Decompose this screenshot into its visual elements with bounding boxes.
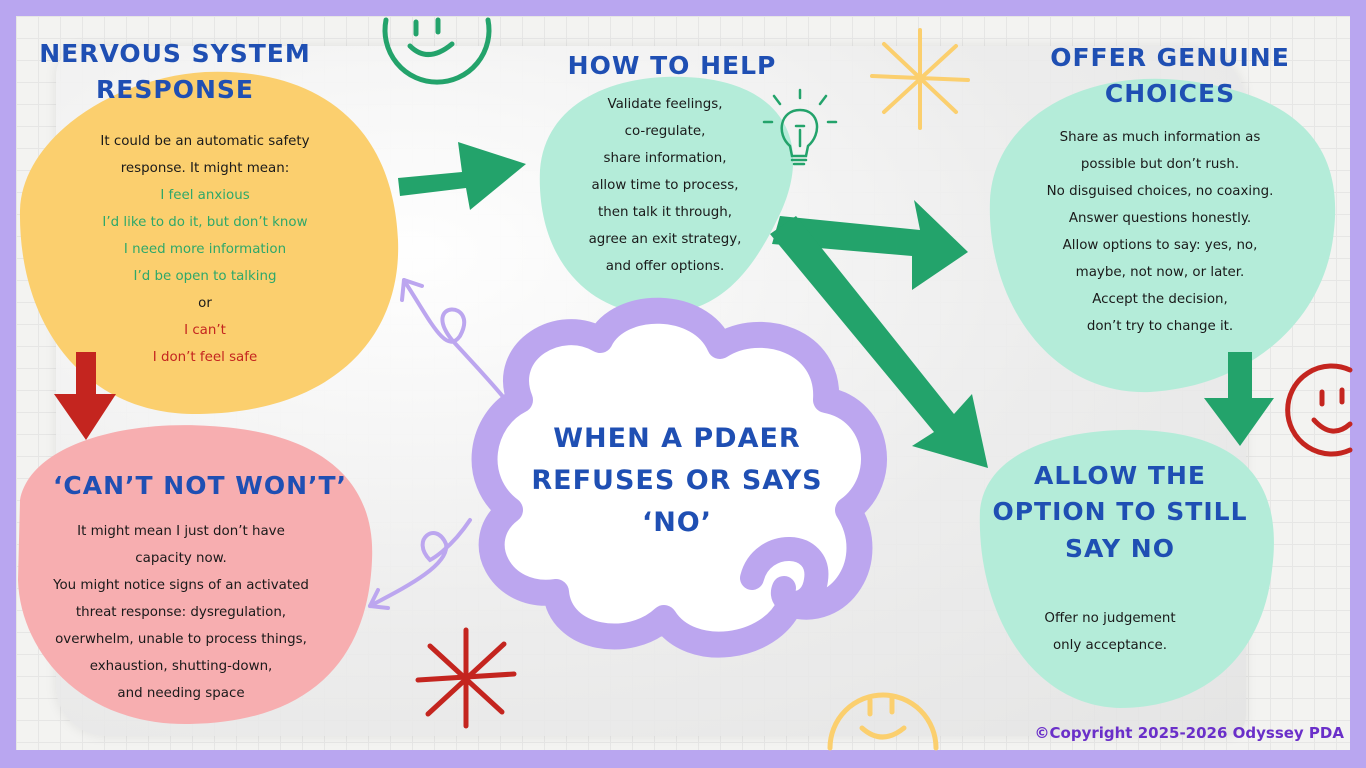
cant-title: ‘CAN’T NOT WON’T’ <box>52 471 348 500</box>
choices-text: Share as much information as possible bu… <box>1020 124 1300 340</box>
nervous-green-item: I’d like to do it, but don’t know <box>102 215 308 230</box>
cant-text: It might mean I just don’t have capacity… <box>36 518 326 707</box>
cant-blob <box>18 425 373 725</box>
allow-title-line2: OPTION TO STILL <box>992 497 1248 527</box>
choices-line: Allow options to say: yes, no, <box>1062 238 1258 253</box>
nervous-title: NERVOUS SYSTEM RESPONSE <box>30 36 320 109</box>
center-title: WHEN A PDAER REFUSES OR SAYS ‘NO’ <box>512 418 842 544</box>
nervous-intro-line: It could be an automatic safety <box>100 134 310 149</box>
nervous-green-item: I’d be open to talking <box>133 269 277 284</box>
arrow-choices-to-allow <box>1204 352 1274 446</box>
choices-title: OFFER GENUINE CHOICES <box>1040 40 1300 113</box>
nervous-blob <box>19 71 399 415</box>
help-line: agree an exit strategy, <box>588 232 742 247</box>
choices-title-line2: CHOICES <box>1104 79 1236 109</box>
choices-line: Share as much information as <box>1059 130 1261 145</box>
allow-text: Offer no judgement only acceptance. <box>1010 605 1210 659</box>
nervous-green-item: I feel anxious <box>160 188 250 203</box>
allow-blob <box>979 429 1274 708</box>
lightbulb-icon <box>762 88 838 166</box>
allow-line: only acceptance. <box>1052 638 1168 653</box>
nervous-red-item: I can’t <box>184 323 226 338</box>
choices-title-line1: OFFER GENUINE <box>1050 43 1290 72</box>
choices-line: No disguised choices, no coaxing. <box>1046 184 1274 199</box>
choices-line: maybe, not now, or later. <box>1075 265 1245 280</box>
choices-blob <box>989 78 1336 393</box>
nervous-intro-line: response. It might mean: <box>120 161 290 176</box>
smiley-icon <box>382 17 492 85</box>
smiley-icon <box>827 692 939 751</box>
nervous-red-item: I don’t feel safe <box>152 350 258 365</box>
allow-title-line1: ALLOW THE <box>1034 461 1206 490</box>
copyright-text: ©Copyright 2025-2026 Odyssey PDA <box>1034 724 1344 742</box>
allow-line: Offer no judgement <box>1044 611 1176 626</box>
help-line: then talk it through, <box>597 205 732 220</box>
center-line2: REFUSES OR SAYS <box>531 464 823 496</box>
help-line: share information, <box>603 151 727 166</box>
cant-line: You might notice signs of an activated <box>53 578 309 593</box>
help-line: co-regulate, <box>624 124 706 139</box>
arrow-to-help <box>398 142 526 210</box>
choices-line: don’t try to change it. <box>1086 319 1234 334</box>
cant-line: overwhelm, unable to process things, <box>55 632 307 647</box>
asterisk-icon <box>415 627 517 729</box>
arrow-to-choices <box>772 200 968 290</box>
choices-line: possible but don’t rush. <box>1080 157 1240 172</box>
nervous-text: It could be an automatic safety response… <box>60 128 350 371</box>
cant-line: exhaustion, shutting-down, <box>89 659 273 674</box>
help-title: HOW TO HELP <box>567 51 777 80</box>
choices-line: Answer questions honestly. <box>1068 211 1252 226</box>
nervous-green-item: I need more information <box>123 242 287 257</box>
allow-title: ALLOW THE OPTION TO STILL SAY NO <box>980 458 1260 567</box>
center-line3: ‘NO’ <box>641 506 713 538</box>
help-line: Validate feelings, <box>607 97 723 112</box>
help-line: allow time to process, <box>591 178 739 193</box>
nervous-title-line1: NERVOUS SYSTEM <box>39 39 311 68</box>
allow-title-line3: SAY NO <box>1065 533 1175 563</box>
cant-line: It might mean I just don’t have <box>77 524 285 539</box>
cant-line: capacity now. <box>135 551 227 566</box>
cant-line: and needing space <box>117 686 245 701</box>
center-line1: WHEN A PDAER <box>553 423 801 454</box>
nervous-or: or <box>198 296 212 311</box>
arrow-to-allow <box>770 216 988 468</box>
help-line: and offer options. <box>605 259 725 274</box>
help-blob <box>539 76 794 315</box>
asterisk-icon <box>870 28 970 130</box>
arrow-to-cant <box>54 352 116 440</box>
cant-line: threat response: dysregulation, <box>75 605 287 620</box>
smiley-icon <box>1285 363 1353 457</box>
nervous-title-line2: RESPONSE <box>96 75 254 105</box>
curly-arrow <box>368 278 516 610</box>
choices-line: Accept the decision, <box>1092 292 1228 307</box>
help-text: Validate feelings, co-regulate, share in… <box>550 91 780 280</box>
cloud-curl <box>740 537 829 615</box>
